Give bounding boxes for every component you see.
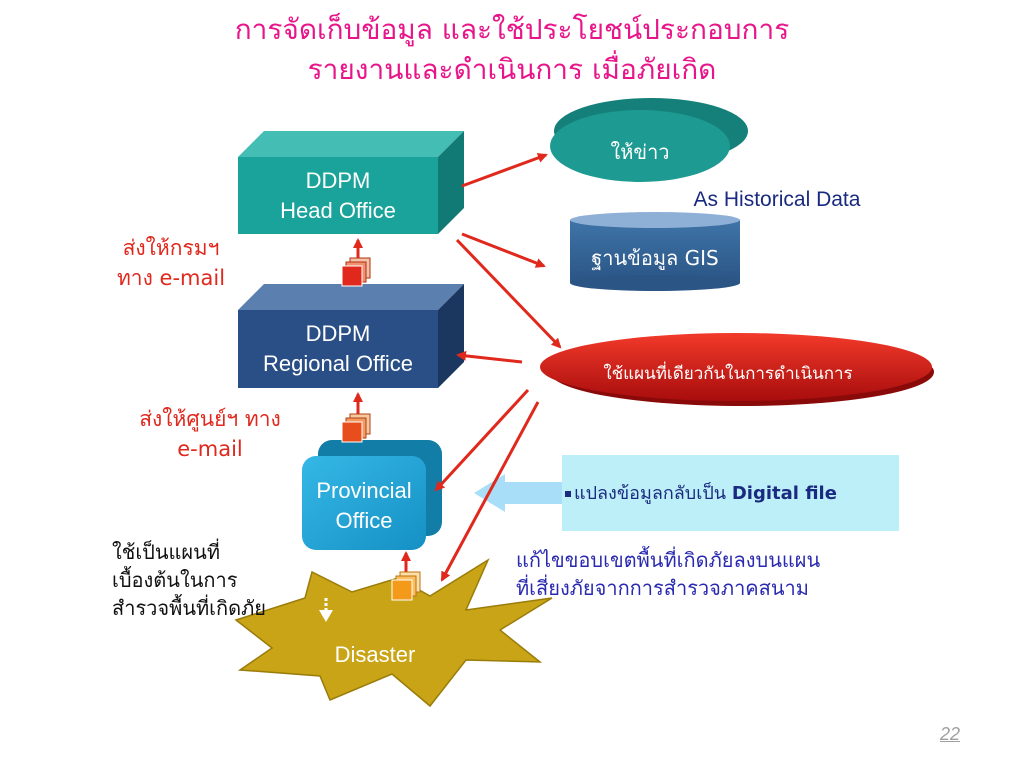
- initial-map-line-3: สำรวจพื้นที่เกิดภัย: [112, 596, 267, 620]
- initial-map-line-1: ใช้เป็นแผนที่: [112, 540, 221, 564]
- send-center-line-2: e-mail: [177, 437, 243, 461]
- fix-boundary-label: แก้ไขขอบเขตพื้นที่เกิดภัยลงบนแผน ที่เสี่…: [516, 546, 916, 602]
- provincial-office-box: [302, 440, 442, 550]
- regional-office-line-1: DDPM: [305, 321, 371, 346]
- send-dept-line-1: ส่งให้กรมฯ: [122, 236, 220, 260]
- arrow-map-to-regional: [456, 350, 523, 364]
- provincial-office-label: Provincial Office: [302, 476, 426, 536]
- arrow-head-to-gis: [461, 232, 546, 268]
- title-line-1: การจัดเก็บข้อมูล และใช้ประโยชน์ประกอบการ: [234, 13, 790, 46]
- digital-file-label: แปลงข้อมูลกลับเป็น Digital file: [574, 480, 899, 508]
- digital-file-prefix: แปลงข้อมูลกลับเป็น: [574, 483, 727, 504]
- fix-boundary-line-1: แก้ไขขอบเขตพื้นที่เกิดภัยลงบนแผน: [516, 548, 821, 572]
- bullet-icon: [565, 491, 571, 497]
- shared-map-oval: [540, 333, 934, 406]
- initial-map-line-2: เบื้องต้นในการ: [112, 568, 238, 592]
- gis-label: ฐานข้อมูล GIS: [591, 246, 719, 270]
- send-center-line-1: ส่งให้ศูนย์ฯ ทาง: [139, 407, 281, 431]
- digital-file-panel: [562, 455, 899, 531]
- head-office-line-2: Head Office: [280, 198, 396, 223]
- send-dept-label: ส่งให้กรมฯ ทาง e-mail: [96, 233, 246, 293]
- fix-boundary-line-2: ที่เสี่ยงภัยจากการสำรวจภาคสนาม: [516, 576, 809, 600]
- document-icon: [391, 571, 421, 601]
- disaster-label: Disaster: [334, 642, 416, 667]
- initial-map-label: ใช้เป็นแผนที่ เบื้องต้นในการ สำรวจพื้นที…: [112, 538, 312, 622]
- arrow-head-to-news: [461, 153, 548, 188]
- page-number: 22: [939, 724, 961, 744]
- head-office-label: DDPM Head Office: [238, 166, 438, 226]
- title-line-2: รายงานและดำเนินการ เมื่อภัยเกิด: [307, 53, 717, 86]
- head-office-line-1: DDPM: [305, 168, 371, 193]
- survey-down-arrow: [319, 598, 333, 622]
- digital-file-bold: Digital file: [731, 483, 837, 504]
- provincial-office-line-2: Office: [335, 508, 393, 533]
- arrow-map-to-provincial: [434, 388, 530, 492]
- historical-data-label: As Historical Data: [693, 188, 861, 211]
- document-icon: [341, 413, 371, 443]
- provincial-office-line-1: Provincial: [316, 478, 412, 503]
- arrow-head-to-map: [455, 238, 562, 349]
- digital-to-provincial-arrow: [474, 474, 562, 512]
- document-icon: [341, 257, 371, 287]
- news-oval: [550, 98, 748, 182]
- red-arrows: [353, 153, 562, 582]
- send-dept-line-2: ทาง e-mail: [116, 266, 226, 290]
- head-office-box: [238, 131, 464, 234]
- gis-database-cylinder: [570, 212, 740, 291]
- regional-office-line-2: Regional Office: [262, 351, 413, 376]
- send-center-label: ส่งให้ศูนย์ฯ ทาง e-mail: [112, 404, 308, 464]
- regional-office-box: [238, 284, 464, 388]
- arrow-map-to-disaster: [440, 401, 540, 582]
- shared-map-label: ใช้แผนที่เดียวกันในการดำเนินการ: [603, 364, 853, 384]
- news-label: ให้ข่าว: [610, 140, 670, 164]
- regional-office-label: DDPM Regional Office: [238, 319, 438, 379]
- disaster-burst: [234, 558, 553, 708]
